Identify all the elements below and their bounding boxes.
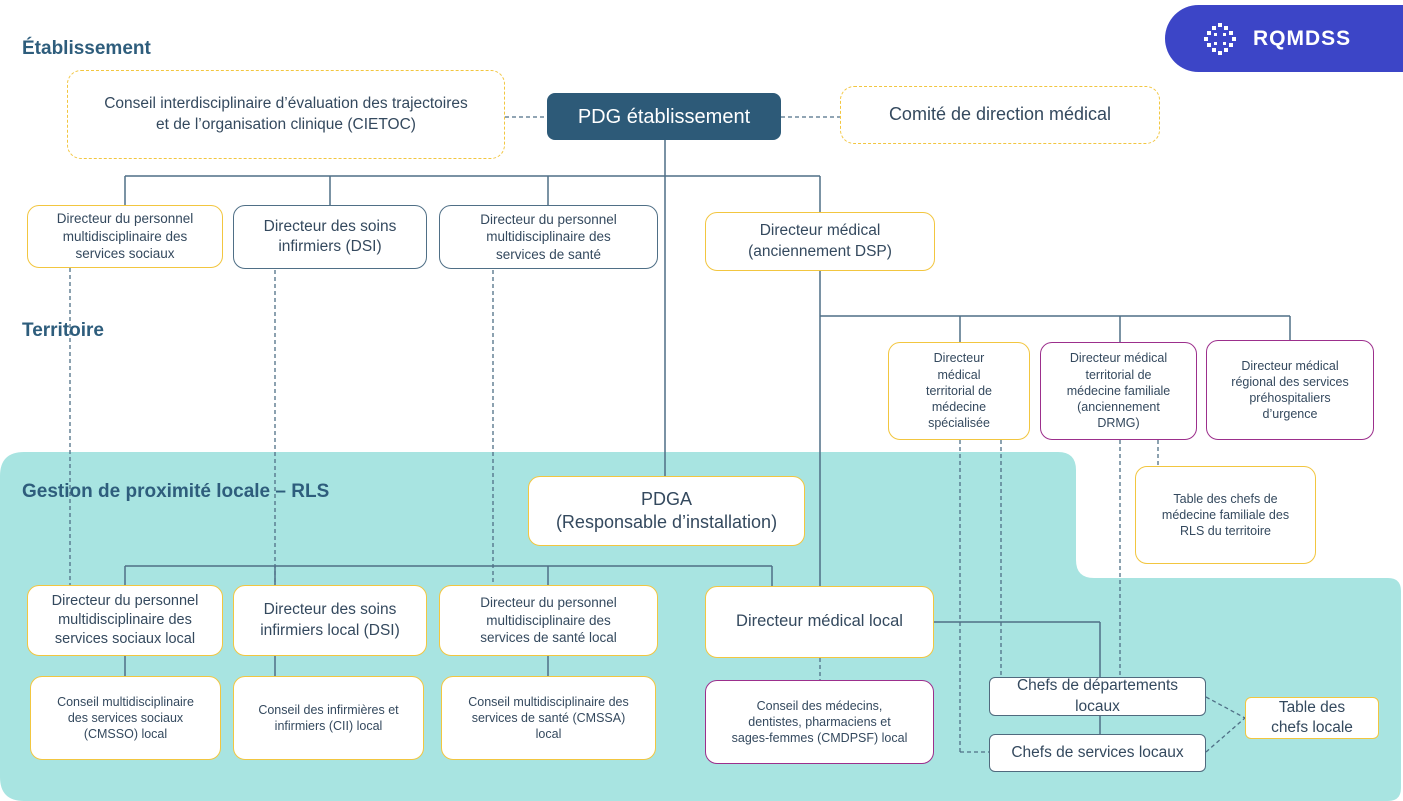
node-dir-sante-local-label: Directeur du personnel multidisciplinair… bbox=[480, 595, 617, 646]
node-directeur-medical: Directeur médical (anciennement DSP) bbox=[705, 212, 935, 271]
node-directeur-soins-infirmiers: Directeur des soins infirmiers (DSI) bbox=[233, 205, 427, 269]
snowflake-logo-icon bbox=[1204, 22, 1236, 55]
node-cietoc-label: Conseil interdisciplinaire d’évaluation … bbox=[104, 95, 468, 133]
node-dsi-local: Directeur des soins infirmiers local (DS… bbox=[233, 585, 427, 656]
node-directeur-services-sociaux: Directeur du personnel multidisciplinair… bbox=[27, 205, 223, 268]
node-dmt-medecine-specialisee: Directeur médical territorial de médecin… bbox=[888, 342, 1030, 440]
node-directeur-medical-local: Directeur médical local bbox=[705, 586, 934, 658]
rqmdss-logo: RQMDSS bbox=[1165, 5, 1403, 72]
node-table-chefs-mf-label: Table des chefs de médecine familiale de… bbox=[1161, 491, 1290, 539]
brand-name: RQMDSS bbox=[1253, 26, 1352, 50]
node-dmt-familiale-label: Directeur médical territorial de médecin… bbox=[1066, 351, 1171, 431]
node-cmsso: Conseil multidisciplinaire des services … bbox=[30, 676, 221, 760]
node-directeur-services-sociaux-local: Directeur du personnel multidisciplinair… bbox=[27, 585, 223, 656]
node-dmt-medecine-familiale: Directeur médical territorial de médecin… bbox=[1040, 342, 1197, 440]
node-dir-sante-label: Directeur du personnel multidisciplinair… bbox=[480, 211, 617, 262]
node-dir-social-label: Directeur du personnel multidisciplinair… bbox=[56, 211, 194, 262]
node-comite-label: Comité de direction médical bbox=[888, 104, 1112, 125]
node-dir-medical-label: Directeur médical (anciennement DSP) bbox=[748, 222, 892, 260]
node-cmssa-label: Conseil multidisciplinaire des services … bbox=[468, 694, 629, 742]
node-directeur-services-sante: Directeur du personnel multidisciplinair… bbox=[439, 205, 658, 269]
node-table-chefs-locale-label: Table des chefs locale bbox=[1271, 698, 1353, 736]
node-cietoc: Conseil interdisciplinaire d’évaluation … bbox=[67, 70, 505, 159]
node-dmr-prehospitalier: Directeur médical régional des services … bbox=[1206, 340, 1374, 440]
node-dsi-local-label: Directeur des soins infirmiers local (DS… bbox=[260, 601, 400, 639]
node-cmsso-label: Conseil multidisciplinaire des services … bbox=[57, 694, 194, 742]
node-dmt-specialisee-label: Directeur médical territorial de médecin… bbox=[926, 351, 992, 431]
node-chefs-services-locaux: Chefs de services locaux bbox=[989, 734, 1206, 772]
node-chefs-departements-locaux: Chefs de départements locaux bbox=[989, 677, 1206, 716]
node-dir-medical-local-label: Directeur médical local bbox=[736, 612, 903, 631]
node-dir-social-local-label: Directeur du personnel multidisciplinair… bbox=[51, 593, 199, 647]
node-pdg-etablissement: PDG établissement bbox=[547, 93, 781, 140]
node-chefs-services-label: Chefs de services locaux bbox=[1011, 743, 1184, 761]
section-title-etablissement: Établissement bbox=[22, 38, 151, 59]
node-cmdpsf-label: Conseil des médecins, dentistes, pharmac… bbox=[731, 698, 908, 746]
node-cii-label: Conseil des infirmières et infirmiers (C… bbox=[258, 702, 399, 733]
section-title-rls: Gestion de proximité locale – RLS bbox=[22, 481, 330, 502]
node-directeur-services-sante-local: Directeur du personnel multidisciplinair… bbox=[439, 585, 658, 656]
node-table-chefs-medecine-familiale: Table des chefs de médecine familiale de… bbox=[1135, 466, 1316, 564]
node-pdga-label: PDGA (Responsable d’installation) bbox=[555, 488, 778, 532]
section-title-territoire: Territoire bbox=[22, 320, 105, 341]
node-dmr-label: Directeur médical régional des services … bbox=[1231, 358, 1349, 422]
node-pdg-label: PDG établissement bbox=[577, 105, 751, 128]
node-chefs-departements-label: Chefs de départements locaux bbox=[1016, 677, 1179, 715]
node-comite-direction-medical: Comité de direction médical bbox=[840, 86, 1160, 144]
node-cmssa: Conseil multidisciplinaire des services … bbox=[441, 676, 656, 760]
node-cmdpsf: Conseil des médecins, dentistes, pharmac… bbox=[705, 680, 934, 764]
node-pdga: PDGA (Responsable d’installation) bbox=[528, 476, 805, 546]
node-cii: Conseil des infirmières et infirmiers (C… bbox=[233, 676, 424, 760]
node-table-chefs-locale: Table des chefs locale bbox=[1245, 697, 1379, 739]
node-dsi-label: Directeur des soins infirmiers (DSI) bbox=[263, 217, 397, 255]
